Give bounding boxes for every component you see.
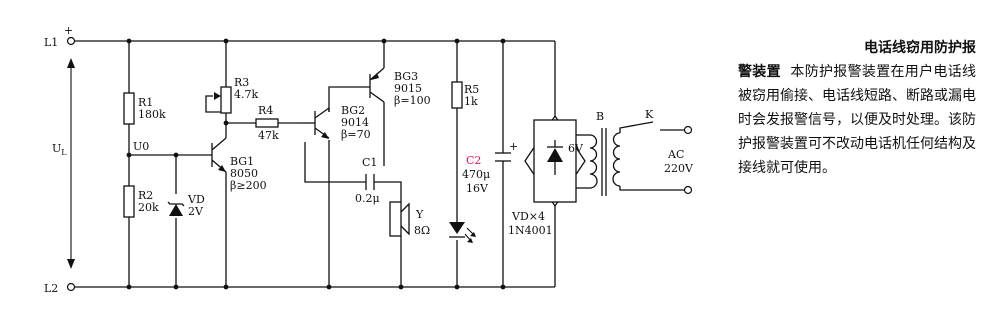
speaker-name: Y: [415, 208, 424, 221]
transformer-name: B: [596, 110, 604, 123]
switch-name: K: [645, 108, 654, 121]
circuit-diagram: L1 + L2 UL U0 R1 180k R2 20k R3 4.7k R4 …: [44, 24, 694, 295]
transistor-bg3: BG3 9015 β=100: [369, 67, 431, 107]
ac-label: AC: [667, 148, 684, 161]
c2-polarity: +: [509, 140, 518, 153]
terminal-l1: L1 +: [44, 24, 76, 49]
switch-k: K: [619, 108, 693, 135]
bg3-beta: β=100: [394, 94, 431, 107]
bg1-beta: β≥200: [230, 179, 267, 192]
ac-input: AC 220V: [619, 148, 694, 195]
bridge-rectifier: VD×4 1N4001: [508, 114, 586, 237]
r2-name: R2: [138, 189, 153, 202]
article-title-line2: 警装置: [738, 64, 781, 80]
c1-value: 0.2μ: [355, 192, 380, 205]
resistor-r5: R5 1k: [451, 81, 479, 109]
r5-value: 1k: [464, 95, 478, 108]
speaker-value: 8Ω: [414, 224, 430, 237]
r1-name: R1: [138, 96, 153, 109]
terminal-l1-polarity: +: [64, 24, 73, 37]
vd-name: VD: [187, 193, 205, 206]
wiring: [75, 40, 556, 288]
ul-arrow: UL: [52, 58, 75, 269]
r4-name: R4: [258, 104, 273, 117]
speaker-y: Y 8Ω: [389, 201, 430, 237]
junction-dots: [126, 38, 506, 290]
article-title-line1: 电话线窃用防护报: [864, 40, 976, 56]
capacitor-c1: C1 0.2μ: [355, 156, 380, 205]
bg1-model: 8050: [230, 167, 258, 180]
c2-voltage: 16V: [466, 182, 489, 195]
vd-value: 2V: [188, 205, 204, 218]
bg3-name: BG3: [394, 70, 418, 83]
bridge-model: 1N4001: [508, 224, 553, 237]
c2-name: C2: [466, 154, 481, 167]
resistor-r4: R4 47k: [255, 104, 279, 142]
terminal-l2-label: L2: [44, 282, 58, 295]
article-text: 电话线窃用防护报 警装置 本防护报警装置在用户电话线被窃用偷接、电话线短路、断路…: [738, 36, 976, 180]
transformer-b: 6V B: [568, 110, 621, 196]
resistor-r2: R2 20k: [123, 185, 159, 218]
c2-value: 470μ: [462, 168, 490, 181]
bg3-model: 9015: [394, 82, 422, 95]
led-indicator: [449, 222, 476, 243]
r3-value: 4.7k: [234, 88, 258, 101]
r1-value: 180k: [138, 108, 166, 121]
r5-name: R5: [464, 83, 479, 96]
ac-voltage: 220V: [664, 162, 694, 175]
ul-label: UL: [52, 142, 67, 157]
zener-diode-vd: VD 2V: [167, 193, 205, 218]
article-body: 本防护报警装置在用户电话线被窃用偷接、电话线短路、断路或漏电时会发报警信号，以便…: [738, 64, 977, 176]
bridge-name: VD×4: [511, 210, 545, 223]
resistor-r1: R1 180k: [123, 92, 166, 125]
terminal-l2: L2: [44, 282, 76, 295]
c1-name: C1: [362, 156, 377, 169]
terminal-l1-label: L1: [44, 36, 58, 49]
bg2-beta: β=70: [341, 128, 371, 141]
u0-label: U0: [133, 140, 149, 153]
r2-value: 20k: [138, 201, 159, 214]
r4-value: 47k: [258, 129, 279, 142]
bg1-name: BG1: [230, 155, 254, 168]
transistor-bg2: BG2 9014 β=70: [302, 104, 371, 141]
resistor-r3: R3 4.7k: [214, 76, 258, 114]
transformer-secondary: 6V: [568, 142, 584, 155]
r3-name: R3: [234, 76, 249, 89]
bg2-model: 9014: [341, 116, 369, 129]
transistor-bg1: BG1 8050 β≥200: [211, 137, 267, 192]
capacitor-c2: + C2 470μ 16V: [462, 140, 518, 195]
bg2-name: BG2: [341, 104, 365, 117]
